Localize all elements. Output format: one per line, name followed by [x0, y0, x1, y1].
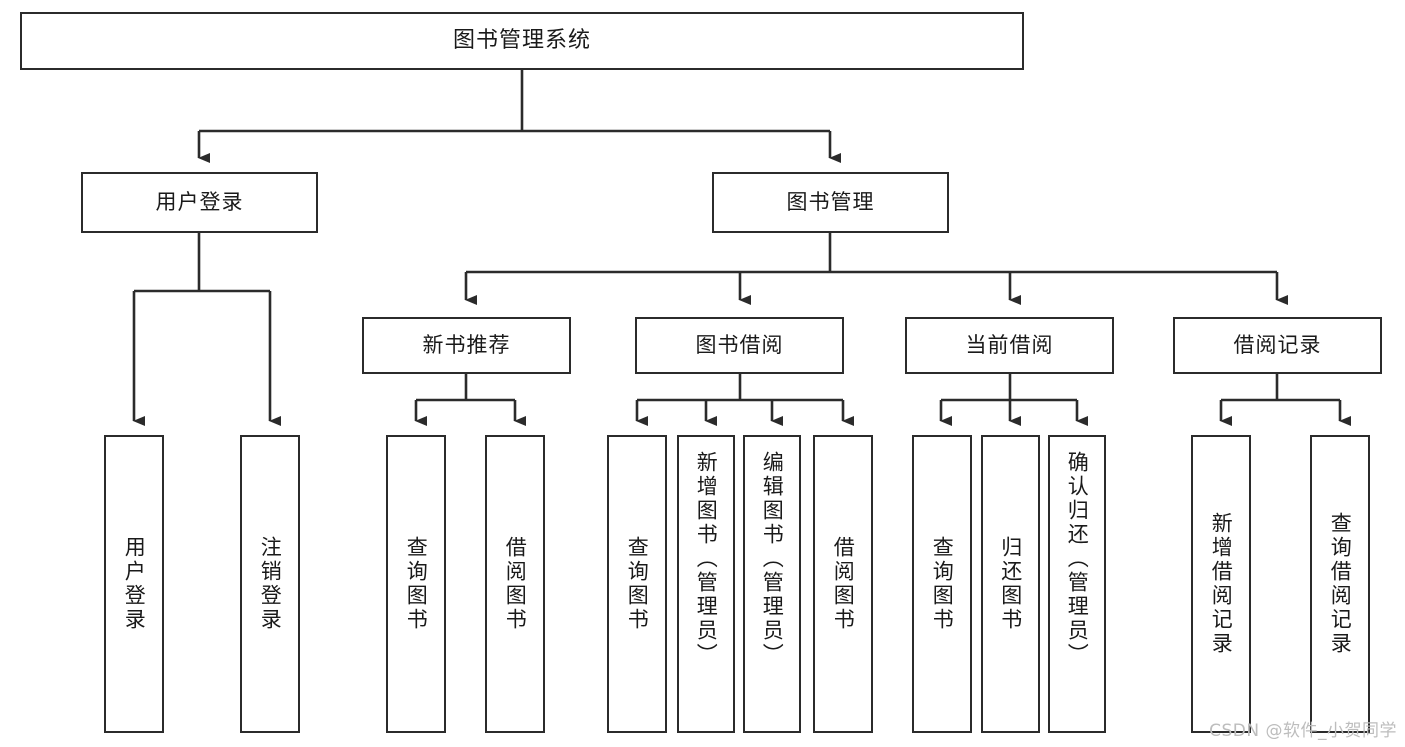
node-label: 查询借阅记录	[1328, 512, 1353, 656]
leaf-user-logout[interactable]: 注销登录	[240, 435, 300, 733]
node-label: 新书推荐	[422, 332, 511, 357]
leaf-borrow-book-recommend[interactable]: 借阅图书	[485, 435, 545, 733]
leaf-query-book-borrow[interactable]: 查询图书	[607, 435, 667, 733]
leaf-confirm-return-admin[interactable]: 确认归还（管理员）	[1048, 435, 1106, 733]
node-label: 图书管理系统	[452, 27, 591, 53]
node-label: 图书借阅	[695, 332, 784, 357]
node-book-borrow[interactable]: 图书借阅	[635, 317, 844, 374]
node-label: 查询图书	[404, 536, 429, 632]
leaf-edit-book-admin[interactable]: 编辑图书（管理员）	[743, 435, 801, 733]
node-new-book-recommend[interactable]: 新书推荐	[362, 317, 571, 374]
node-label: 归还图书	[998, 536, 1023, 632]
leaf-add-book-admin[interactable]: 新增图书（管理员）	[677, 435, 735, 733]
leaf-user-login[interactable]: 用户登录	[104, 435, 164, 733]
node-label: 图书管理	[786, 189, 875, 214]
node-current-borrow[interactable]: 当前借阅	[905, 317, 1114, 374]
leaf-query-book-recommend[interactable]: 查询图书	[386, 435, 446, 733]
node-root-book-management-system[interactable]: 图书管理系统	[20, 12, 1024, 70]
node-book-management[interactable]: 图书管理	[712, 172, 949, 233]
node-user-login[interactable]: 用户登录	[81, 172, 318, 233]
node-label: 当前借阅	[965, 332, 1054, 357]
leaf-query-book-current[interactable]: 查询图书	[912, 435, 972, 733]
node-label: 借阅图书	[831, 536, 856, 632]
leaf-borrow-book-borrow[interactable]: 借阅图书	[813, 435, 873, 733]
node-label: 查询图书	[625, 536, 650, 632]
node-label: 借阅记录	[1233, 332, 1322, 357]
node-borrow-record[interactable]: 借阅记录	[1173, 317, 1382, 374]
leaf-return-book[interactable]: 归还图书	[981, 435, 1040, 733]
node-label: 查询图书	[930, 536, 955, 632]
node-label: 借阅图书	[503, 536, 528, 632]
node-label: 确认归还（管理员）	[1065, 451, 1090, 667]
leaf-query-borrow-record[interactable]: 查询借阅记录	[1310, 435, 1370, 733]
leaf-add-borrow-record[interactable]: 新增借阅记录	[1191, 435, 1251, 733]
node-label: 新增借阅记录	[1209, 512, 1234, 656]
csdn-watermark: CSDN @软件_小贺同学	[1209, 721, 1397, 741]
node-label: 用户登录	[122, 536, 147, 632]
node-label: 注销登录	[258, 536, 283, 632]
node-label: 新增图书（管理员）	[694, 451, 719, 667]
node-label: 编辑图书（管理员）	[760, 451, 785, 667]
node-label: 用户登录	[155, 189, 244, 214]
